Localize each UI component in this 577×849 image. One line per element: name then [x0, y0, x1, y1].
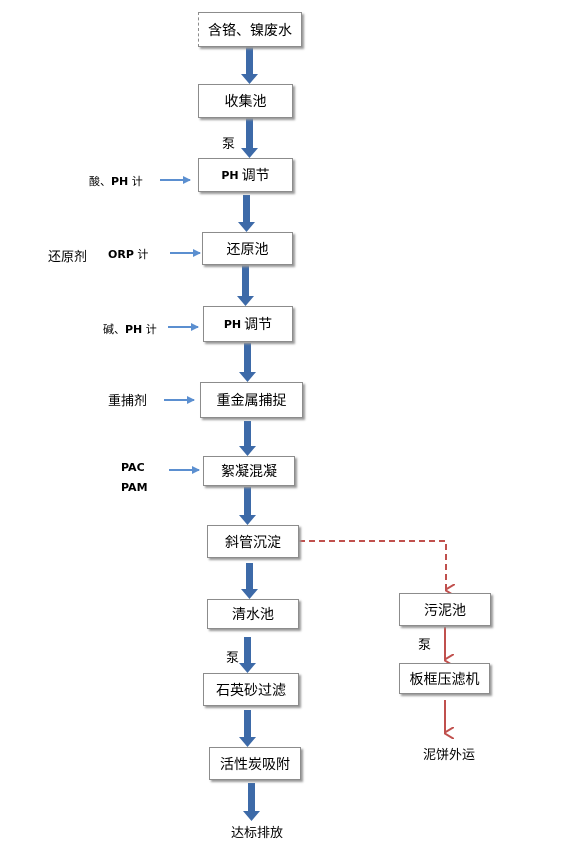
- acid-ph-meter-label: 酸、PH 计: [89, 173, 143, 189]
- box-reduction-tank: 还原池: [202, 232, 293, 265]
- pump-label-3: 泵: [418, 638, 432, 653]
- box-sand-filter-label: 石英砂过滤: [216, 682, 286, 699]
- reducer-label: 还原剂: [48, 250, 88, 265]
- box-heavy-metal-capture-label: 重金属捕捉: [216, 393, 287, 409]
- acid-ph-meter-a: 酸、: [89, 175, 111, 188]
- box-wastewater-source: 含铬、镍废水: [198, 12, 302, 47]
- base-ph-meter-label: 碱、PH 计: [103, 321, 157, 337]
- box-carbon-adsorption: 活性炭吸附: [209, 747, 301, 780]
- box-heavy-metal-capture: 重金属捕捉: [200, 382, 303, 418]
- main-arrow-3: [238, 195, 255, 232]
- box-collection-tank: 收集池: [198, 84, 293, 118]
- acid-ph-meter-c: 计: [131, 175, 143, 188]
- box-sludge-tank: 污泥池: [399, 593, 491, 626]
- orp-meter-a: ORP: [108, 248, 134, 261]
- box-flocculation-label: 絮凝混凝: [221, 464, 277, 480]
- main-arrow-1: [241, 47, 258, 84]
- main-arrow-8: [241, 563, 258, 599]
- pam-label: PAM: [121, 481, 148, 494]
- main-arrow-5: [239, 343, 256, 382]
- box-ph-adjust-2-prefix: PH: [223, 317, 242, 331]
- box-ph-adjust-1: PH 调节: [198, 158, 293, 192]
- box-sludge-tank-label: 污泥池: [424, 602, 466, 619]
- capture-agent-label: 重捕剂: [108, 394, 148, 409]
- pump-label-1: 泵: [222, 137, 236, 152]
- box-sand-filter: 石英砂过滤: [203, 673, 299, 706]
- box-inclined-sedimentation-label: 斜管沉淀: [225, 534, 281, 551]
- main-arrow-11: [243, 783, 260, 821]
- box-clear-water-tank-label: 清水池: [232, 607, 274, 623]
- main-arrow-6: [239, 421, 256, 456]
- box-filter-press: 板框压滤机: [399, 663, 490, 694]
- main-arrow-4: [237, 265, 254, 306]
- box-ph-adjust-1-label: 调节: [241, 168, 270, 184]
- box-flocculation: 絮凝混凝: [203, 456, 295, 486]
- box-reduction-tank-label: 还原池: [226, 241, 269, 258]
- pump-label-2: 泵: [226, 651, 240, 666]
- output-sludge-cake: 泥饼外运: [423, 748, 476, 763]
- base-ph-meter-a: 碱、: [103, 323, 125, 336]
- box-clear-water-tank: 清水池: [207, 599, 299, 629]
- main-arrow-9: [239, 637, 256, 673]
- sludge-flow-arrows: [299, 540, 446, 733]
- box-wastewater-source-label: 含铬、镍废水: [208, 22, 292, 39]
- box-inclined-sedimentation: 斜管沉淀: [207, 525, 299, 558]
- base-ph-meter-c: 计: [145, 323, 157, 336]
- main-arrow-2: [241, 118, 258, 158]
- main-flow-arrows: [237, 47, 260, 821]
- main-arrow-7: [239, 487, 256, 525]
- sludge-dashed-connector: [299, 540, 446, 590]
- box-carbon-adsorption-label: 活性炭吸附: [220, 756, 290, 773]
- input-arrows: [160, 176, 201, 474]
- orp-meter-label: ORP 计: [108, 246, 148, 262]
- orp-meter-b: 计: [137, 248, 149, 261]
- pac-label: PAC: [121, 461, 145, 474]
- acid-ph-meter-b: PH: [111, 175, 129, 188]
- box-ph-adjust-2: PH 调节: [203, 306, 293, 342]
- box-collection-tank-label: 收集池: [224, 94, 267, 110]
- box-filter-press-label: 板框压滤机: [409, 671, 480, 688]
- base-ph-meter-b: PH: [125, 323, 143, 336]
- box-ph-adjust-2-label: 调节: [244, 317, 273, 333]
- main-arrow-10: [239, 710, 256, 747]
- output-discharge: 达标排放: [231, 826, 284, 841]
- box-ph-adjust-1-prefix: PH: [221, 168, 239, 182]
